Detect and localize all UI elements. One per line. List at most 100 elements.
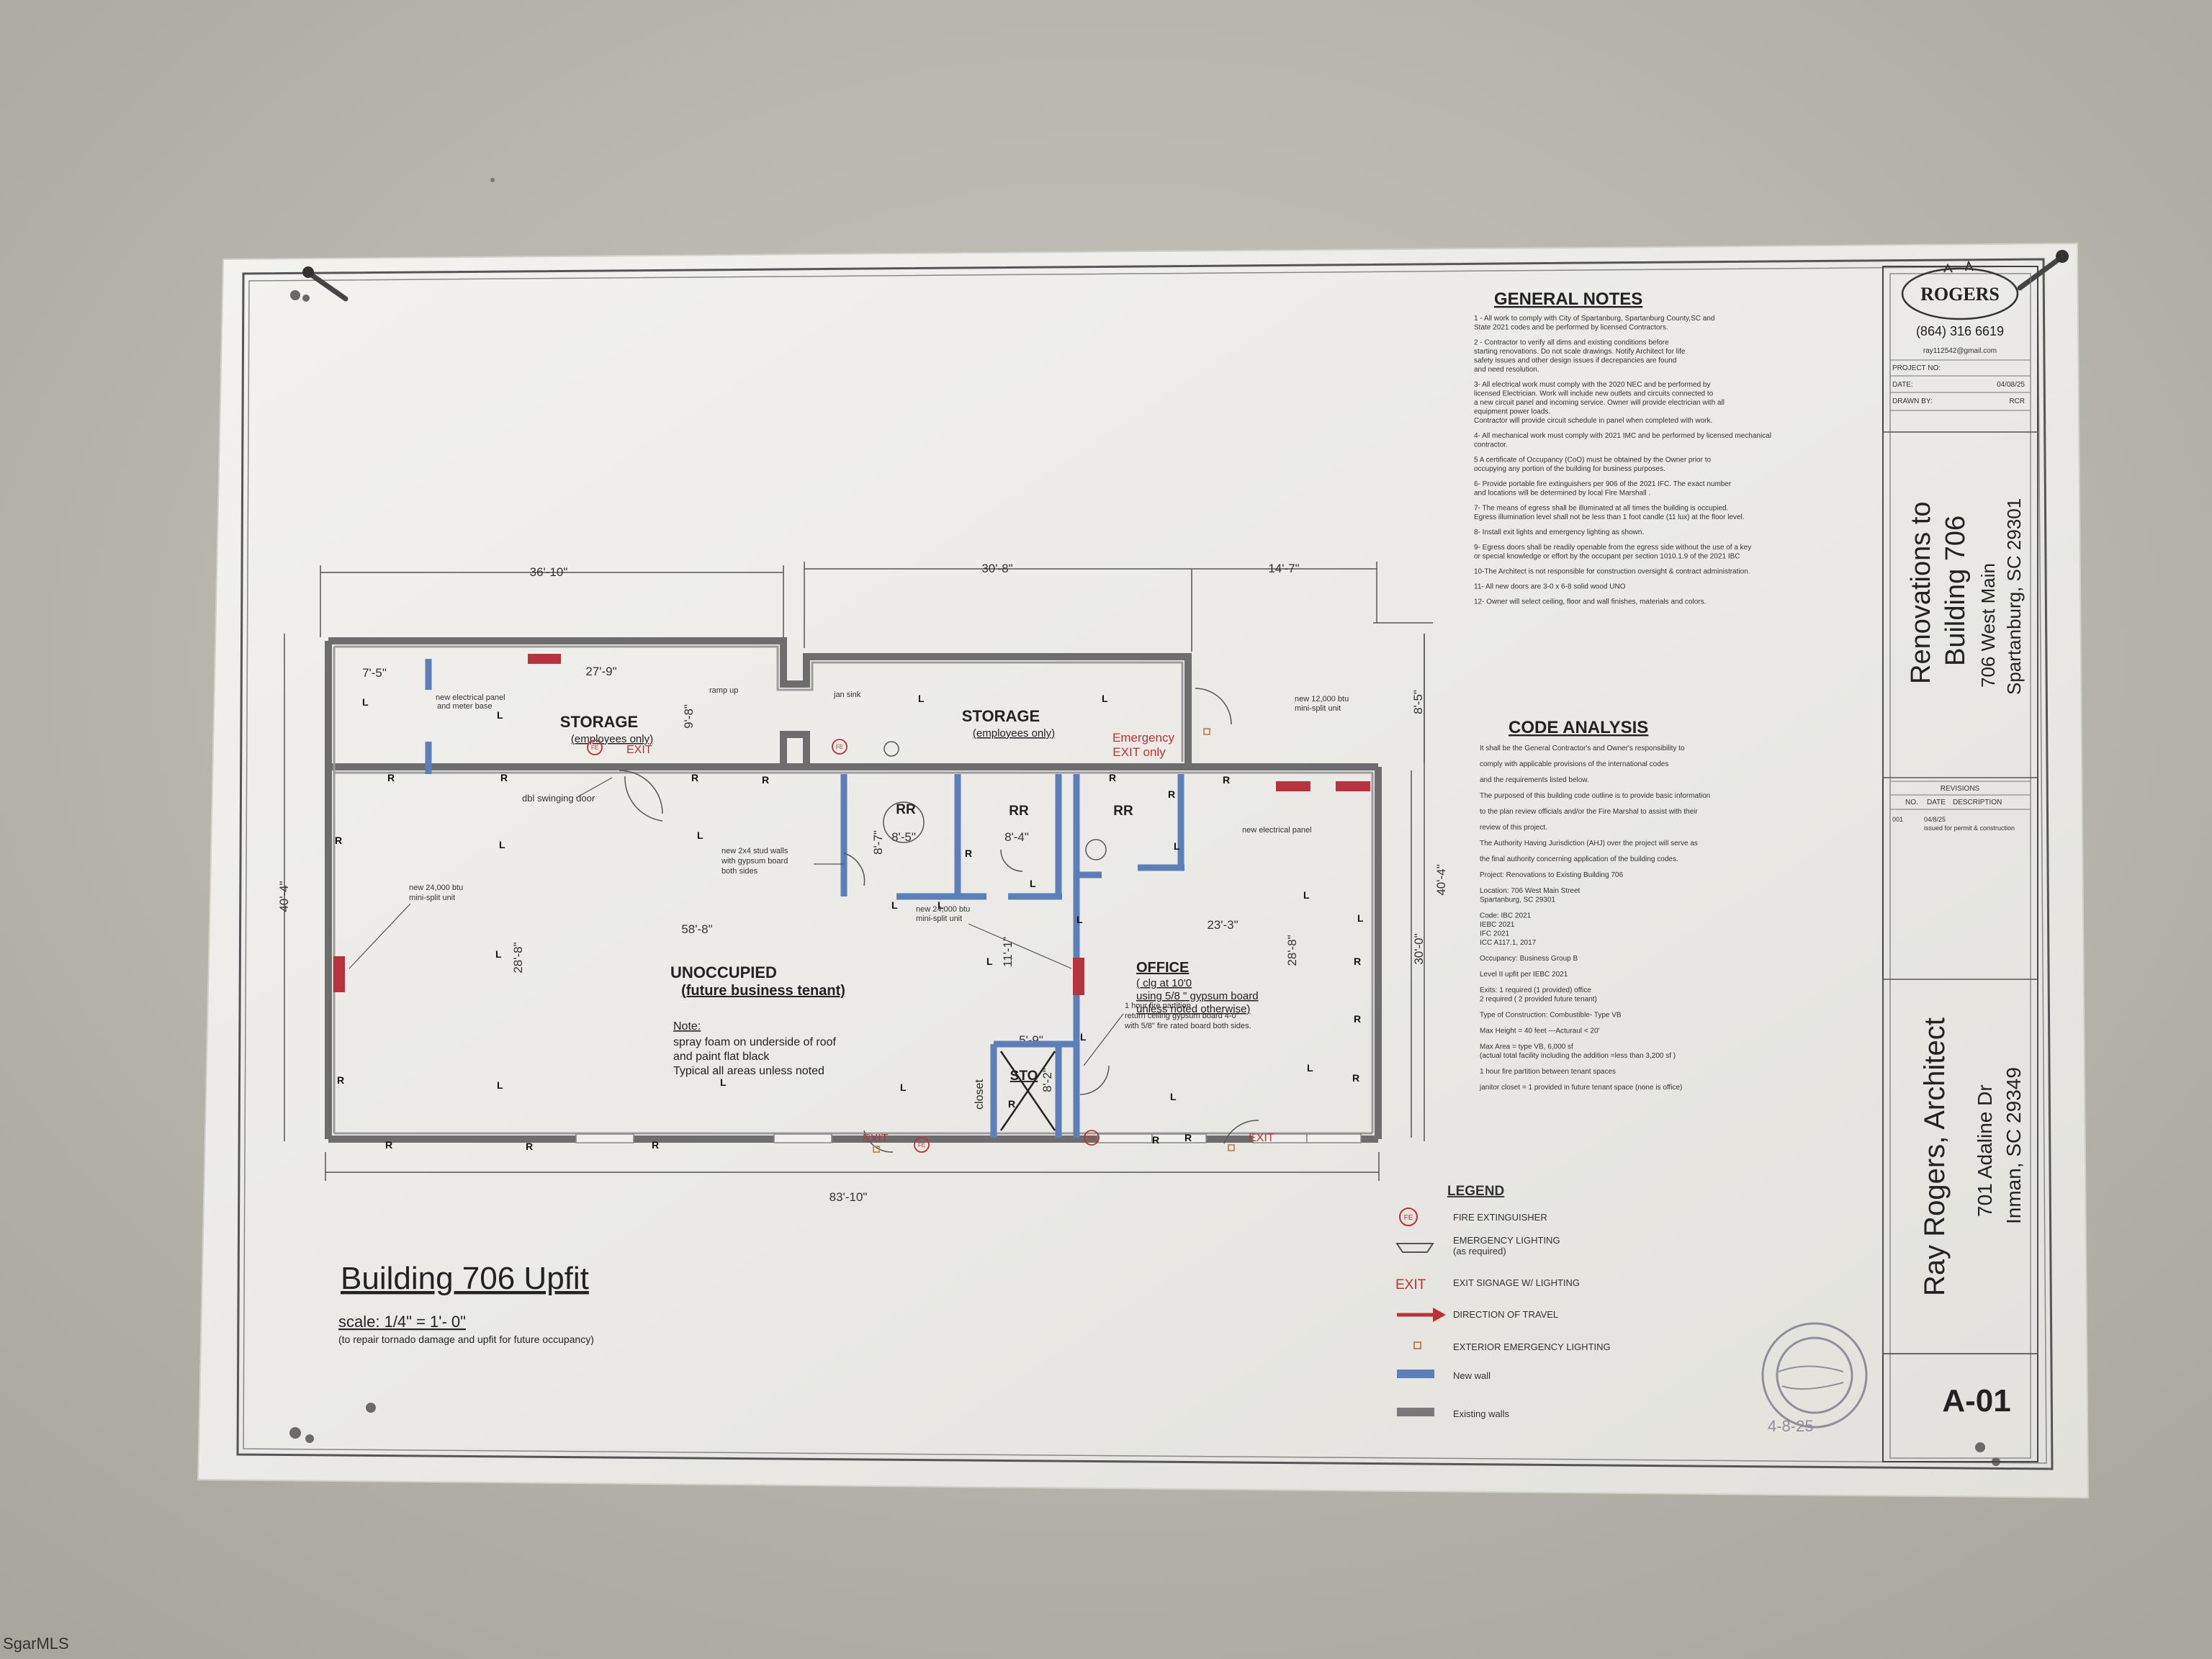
general-note-line: occupying any portion of the building fo… [1474, 465, 1665, 473]
code-analysis-line: (actual total facility including the add… [1480, 1052, 1676, 1060]
legend-exterior-emergency: EXTERIOR EMERGENCY LIGHTING [1453, 1341, 1611, 1352]
legend-fe-symbol: FE [1404, 1214, 1413, 1222]
general-note-line: a new circuit panel and incoming service… [1474, 399, 1725, 407]
code-analysis-line: Type of Construction: Combustible- Type … [1480, 1012, 1622, 1020]
fe-label-1: FE [591, 745, 598, 751]
fe-icon-4 [1084, 1130, 1100, 1146]
project-title-line2: Building 706 [1941, 516, 1971, 666]
fe-label-3: FE [918, 1142, 925, 1148]
legend-heading: LEGEND [1447, 1184, 1504, 1199]
receptacle-mark: R [1168, 788, 1175, 800]
light-mark: L [1357, 912, 1364, 924]
general-note-line: Contractor will provide circuit schedule… [1474, 417, 1712, 425]
general-note-line: 2 - Contractor to verify all dims and ex… [1474, 339, 1669, 347]
minisplit-center-label-1: new 24,000 btu [916, 905, 970, 914]
receptacle-mark: R [1352, 1072, 1359, 1084]
dim-7-5: 7'-5" [362, 666, 387, 680]
legend-exit-symbol: EXIT [1395, 1277, 1426, 1292]
code-analysis-line: Project: Renovations to Existing Buildin… [1480, 871, 1623, 879]
general-note-line: 6- Provide portable fire extinguishers p… [1474, 480, 1732, 488]
light-mark: L [918, 693, 925, 704]
code-analysis-line: 1 hour fire partition between tenant spa… [1480, 1068, 1616, 1076]
minisplit-left-label-1: new 24,000 btu [409, 884, 463, 892]
stud-wall-label-2: with gypsum board [721, 857, 788, 866]
fire-partition-label-3: with 5/8" fire rated board both sides. [1124, 1022, 1251, 1030]
light-mark: L [495, 948, 502, 960]
dim-left-edge: 40'-4" [277, 881, 291, 912]
light-mark: L [1030, 878, 1036, 889]
exit-sign-storage: EXIT [626, 744, 652, 756]
general-note-line: 10-The Architect is not responsible for … [1474, 568, 1750, 576]
receptacle-mark: R [1223, 774, 1230, 786]
code-analysis-line: Occupancy: Business Group B [1480, 955, 1578, 963]
new-walls [425, 659, 1184, 1138]
project-address-line1: 706 West Main [1977, 563, 1999, 688]
emergency-exit-label-2: EXIT only [1112, 745, 1166, 759]
general-note-line: Egress illumination level shall not be l… [1474, 513, 1745, 521]
code-analysis-line: Exits: 1 required (1 provided) office [1480, 986, 1591, 994]
project-title-line1: Renovations to [1906, 502, 1936, 685]
dim-58-8: 58'-8" [681, 922, 712, 936]
light-mark: L [1170, 1091, 1177, 1102]
dim-40-4: 40'-4" [1434, 864, 1448, 895]
closet-marker [999, 1051, 1056, 1131]
dim-8-5b: 8'-5" [891, 830, 916, 844]
dim-83-10: 83'-10" [830, 1190, 868, 1204]
code-analysis-line: to the plan review officials and/or the … [1480, 808, 1698, 816]
drawing-scale-note: (to repair tornado damage and upfit for … [338, 1334, 594, 1345]
architect-seal-icon [1761, 1322, 1868, 1429]
code-analysis-line: Spartanburg, SC 29301 [1480, 896, 1556, 904]
equipment-red [333, 654, 1370, 995]
legend-new-wall: New wall [1453, 1370, 1491, 1381]
note-heading: Note: [673, 1020, 701, 1033]
legend-direction-of-travel: DIRECTION OF TRAVEL [1453, 1309, 1558, 1320]
code-analysis-line: ICC A117.1, 2017 [1480, 939, 1537, 947]
general-note-line: licensed Electrician. Work will include … [1474, 390, 1714, 398]
title-block: ROGERS (864) 316 6619 ray112542@gmail.co… [1882, 260, 2038, 1462]
electrical-panel-label-2: and meter base [437, 702, 492, 711]
office-note-1: ( clg at 10'0 [1136, 977, 1192, 989]
rogers-logo-icon: ROGERS [1901, 260, 2019, 320]
exit-sign-unoccupied: EXIT [863, 1133, 889, 1145]
receptacle-mark: R [1184, 1132, 1192, 1143]
code-analysis-line: IEBC 2021 [1480, 921, 1515, 929]
receptacle-mark: R [1354, 956, 1361, 967]
stud-wall-label-3: both sides [721, 867, 758, 876]
rev-desc-header: DESCRIPTION [1953, 799, 2002, 806]
code-analysis-line: comply with applicable provisions of the… [1480, 760, 1668, 768]
fe-icon-3 [914, 1137, 930, 1153]
light-mark: L [1080, 1031, 1087, 1043]
receptacle-mark: R [1109, 772, 1116, 783]
code-analysis-line: Location: 706 West Main Street [1480, 887, 1581, 895]
office-note-2: using 5/8 " gypsum board [1136, 990, 1259, 1002]
receptacle-mark: R [335, 835, 342, 846]
rev-date-header: DATE [1927, 799, 1946, 806]
fe-icon-1 [587, 739, 603, 755]
general-note-line: safety issues and other design issues if… [1474, 357, 1676, 365]
dim-23-3: 23'-3" [1207, 918, 1238, 932]
emergency-light-icon [1395, 1243, 1434, 1253]
receptacle-mark: R [387, 772, 395, 783]
date-value: 04/08/25 [1997, 381, 2025, 389]
receptacle-mark: R [1008, 1098, 1015, 1110]
room-storage-2-sub: (employees only) [973, 727, 1055, 739]
code-analysis-line: and the requirements listed below. [1480, 776, 1589, 784]
note-line-3: Typical all areas unless noted [673, 1065, 824, 1077]
fire-extinguisher-icon [1399, 1208, 1418, 1226]
rev-date: 04/8/25 [1924, 816, 1946, 823]
general-note-line: and locations will be determined by loca… [1474, 490, 1650, 498]
receptacle-mark: R [385, 1139, 392, 1151]
legend-fire-extinguisher: FIRE EXTINGUISHER [1453, 1212, 1547, 1223]
dim-28-8-right: 28'-8" [1285, 935, 1299, 966]
room-rr-3: RR [1113, 804, 1133, 819]
room-unoccupied-sub: (future business tenant) [681, 983, 845, 999]
fe-label-2: FE [836, 744, 843, 750]
light-mark: L [1102, 693, 1108, 704]
general-note-line: 1 - All work to comply with City of Spar… [1474, 315, 1714, 323]
mls-watermark: SgarMLS [3, 1635, 69, 1653]
firm-email: ray112542@gmail.com [1923, 347, 1997, 355]
seal-date: 4-8-25 [1768, 1417, 1814, 1435]
architect-address-line1: 701 Adaline Dr [1974, 1084, 1996, 1217]
fire-partition-label-1: 1 hour fire partition [1125, 1002, 1191, 1010]
pushpin-left-icon [302, 266, 349, 302]
